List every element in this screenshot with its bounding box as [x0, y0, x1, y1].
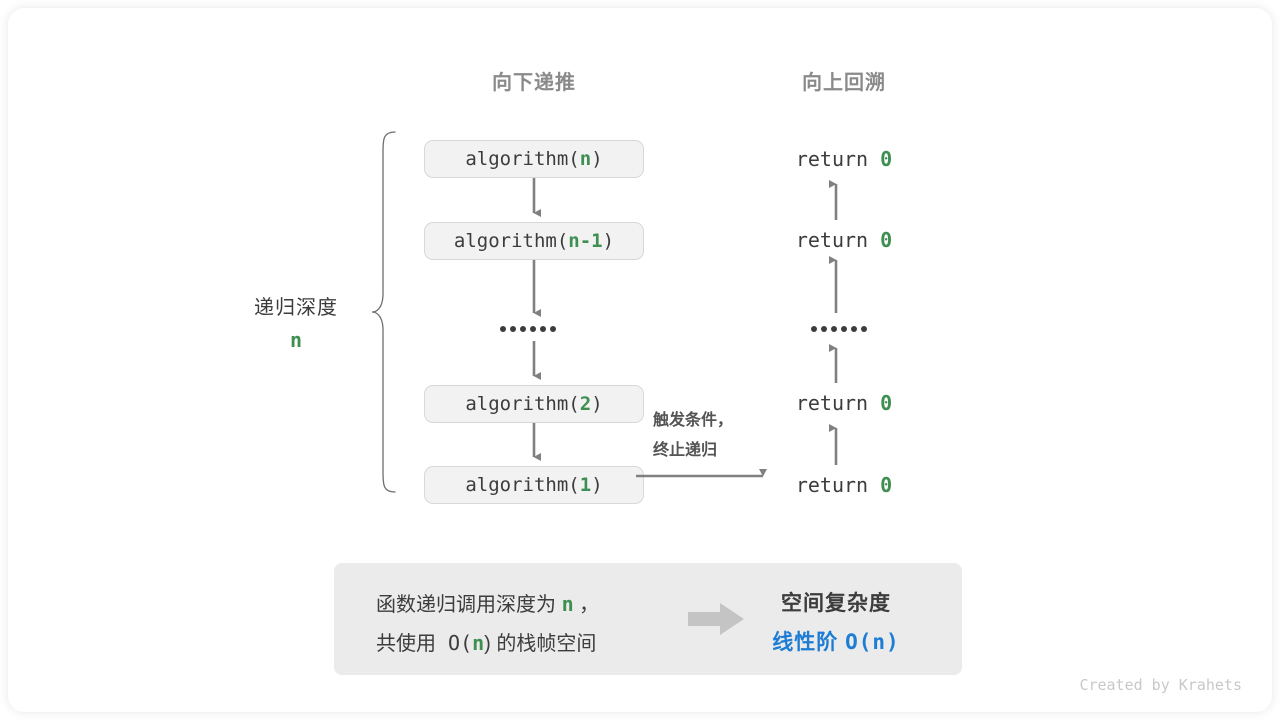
trigger-condition-note: 触发条件， 终止递归: [653, 406, 733, 466]
return-label-2: return 0: [795, 228, 893, 252]
return-label-3: return 0: [795, 391, 893, 415]
call-box-n-text: algorithm(n): [465, 148, 603, 170]
column-header-recurse-down: 向下递推: [492, 72, 576, 94]
summary-left-text: 函数递归调用深度为 n ， 共使用 O(n) 的栈帧空间: [376, 585, 599, 663]
call-box-n-minus-1-text: algorithm(n-1): [453, 230, 615, 252]
summary-left-line1: 函数递归调用深度为 n ，: [376, 592, 600, 616]
recursion-depth-value: n: [289, 328, 303, 352]
credit-text: Created by Krahets: [1079, 676, 1242, 694]
call-box-n[interactable]: algorithm(n): [424, 140, 644, 178]
space-complexity-title: 空间复杂度: [781, 592, 891, 615]
diagram-card: 向下递推 向上回溯 递归深度 n algorithm(n) algorithm(…: [8, 8, 1272, 712]
recursion-depth-text: 递归深度: [254, 297, 338, 319]
space-complexity-value: 线性阶 O(n): [772, 630, 900, 654]
summary-panel: 函数递归调用深度为 n ， 共使用 O(n) 的栈帧空间 空间复杂度 线性阶 O…: [334, 563, 962, 675]
trigger-condition-line1: 触发条件，: [653, 412, 734, 429]
return-label-1: return 0: [795, 147, 893, 171]
call-box-1-text: algorithm(1): [465, 474, 603, 496]
recursion-depth-brace: [371, 131, 396, 493]
return-label-4: return 0: [795, 473, 893, 497]
summary-left-line2: 共使用 O(n) 的栈帧空间: [376, 631, 597, 655]
column-header-backtrack-up: 向上回溯: [802, 72, 886, 94]
return-ellipsis: [811, 326, 867, 332]
trigger-condition-line2: 终止递归: [653, 442, 718, 459]
call-box-2-text: algorithm(2): [465, 393, 603, 415]
recursion-depth-label: 递归深度 n: [221, 291, 371, 352]
call-box-n-minus-1[interactable]: algorithm(n-1): [424, 222, 644, 260]
call-stack-ellipsis: [500, 326, 556, 332]
right-block-arrow-icon: [688, 603, 744, 635]
summary-right-text: 空间复杂度 线性阶 O(n): [736, 585, 936, 662]
call-box-2[interactable]: algorithm(2): [424, 385, 644, 423]
call-box-1[interactable]: algorithm(1): [424, 466, 644, 504]
